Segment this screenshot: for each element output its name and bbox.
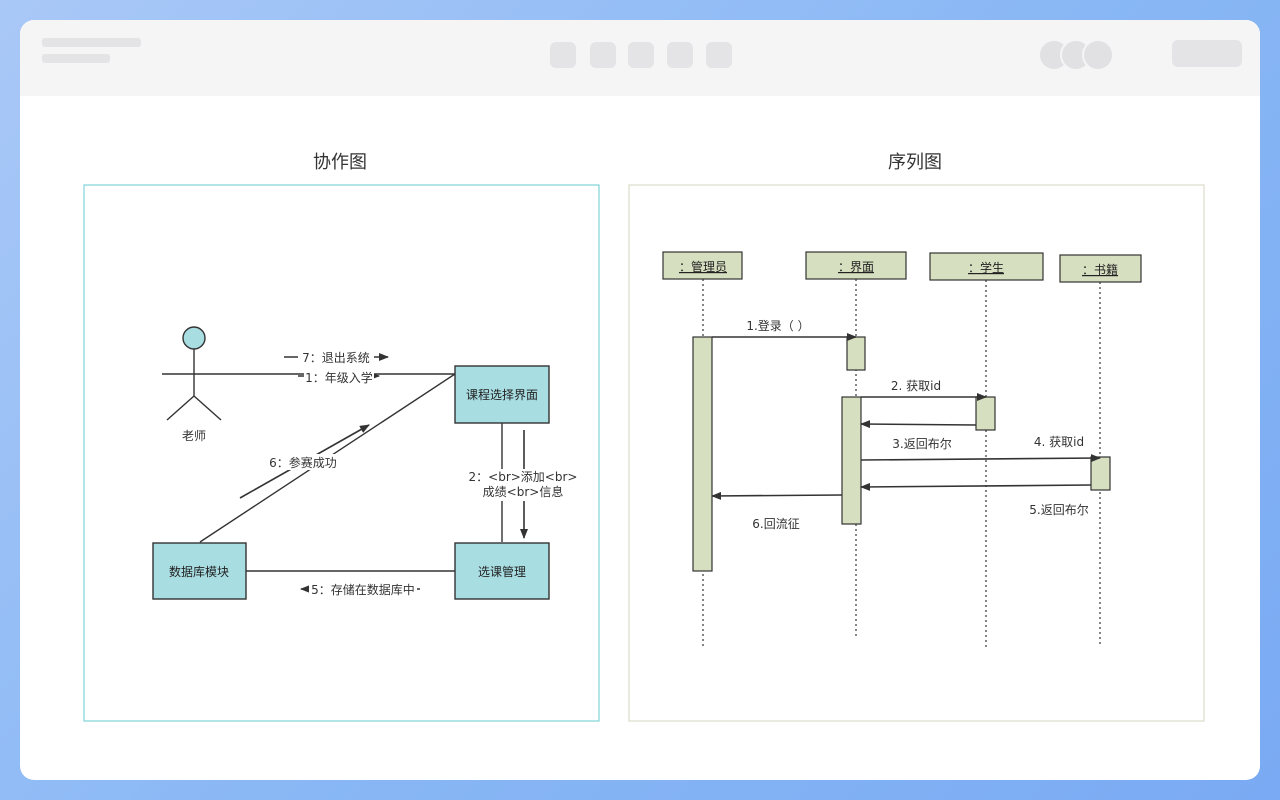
msg2-label-line1: 2：<br>添加<br> [469, 470, 578, 484]
share-button[interactable] [1172, 40, 1242, 67]
collaboration-diagram: 老师 课程选择界面 数据库模块 选课管理 7：退出系统 1：年级入学 6：参赛 [83, 184, 600, 722]
toolbar-button-4[interactable] [667, 42, 693, 68]
sequence-diagram: ：管理员 ：界面 ：学生 ：书籍 1.登录（ ） 2. 获取id [628, 184, 1205, 722]
node-course-ui[interactable]: 课程选择界面 [454, 365, 550, 424]
toolbar [20, 20, 1260, 96]
seq-title: 序列图 [888, 152, 942, 173]
lifeline-student-label: ：学生 [968, 260, 1004, 275]
msg6-label: 6：参赛成功 [269, 455, 337, 470]
activation-book [1090, 456, 1111, 491]
lifeline-book[interactable]: ：书籍 [1059, 254, 1142, 283]
lifeline-book-label: ：书籍 [1082, 262, 1118, 277]
msg7-label-bg [298, 349, 374, 365]
actor-teacher[interactable] [162, 326, 226, 421]
collab-title: 协作图 [313, 152, 367, 173]
seq-return-student-arrow [860, 420, 977, 429]
lifeline-ui[interactable]: ：界面 [805, 251, 907, 280]
lifeline-student[interactable]: ：学生 [929, 252, 1044, 281]
actor-label: 老师 [182, 429, 206, 443]
msg5-label-bg [309, 581, 417, 597]
node-course-mgmt[interactable]: 选课管理 [454, 542, 550, 600]
toolbar-button-2[interactable] [590, 42, 616, 68]
node-course-mgmt-label: 选课管理 [478, 564, 526, 579]
seq-msg1-label: 1.登录（ ） [746, 318, 809, 333]
lifeline-ui-label: ：界面 [838, 260, 874, 274]
msg6-label-bg [266, 454, 340, 470]
lifeline-admin[interactable]: ：管理员 [662, 251, 743, 280]
collab-frame [83, 184, 600, 722]
subtitle-placeholder [42, 54, 110, 63]
msg1-label-bg [304, 369, 374, 385]
seq-msg6-label: 6.回流征 [752, 517, 799, 531]
seq-msg4-arrow [860, 454, 1101, 463]
msg2-label-line2: 成绩<br>信息 [483, 484, 564, 499]
msg2-label-bg [471, 469, 575, 501]
app-window: 协作图 序列图 老师 课程选择界面 数据库模块 [20, 20, 1260, 780]
node-db-module-label: 数据库模块 [169, 564, 229, 579]
toolbar-button-1[interactable] [550, 42, 576, 68]
seq-msg4-label: 4. 获取id [1034, 435, 1084, 449]
seq-msg3-label: 3.返回布尔 [892, 436, 951, 451]
title-placeholder [42, 38, 141, 47]
activation-admin [692, 336, 713, 572]
seq-return-book-arrow [860, 482, 1092, 491]
msg5-label: 5：存储在数据库中 [311, 582, 415, 597]
avatar[interactable] [1082, 39, 1114, 71]
activation-ui-1 [846, 336, 866, 371]
msg1-label: 1：年级入学 [305, 370, 373, 385]
toolbar-button-5[interactable] [706, 42, 732, 68]
seq-msg6-arrow [711, 491, 843, 500]
node-course-ui-label: 课程选择界面 [466, 387, 538, 402]
node-db-module[interactable]: 数据库模块 [152, 542, 247, 600]
toolbar-button-3[interactable] [628, 42, 654, 68]
seq-msg2-label: 2. 获取id [891, 379, 941, 393]
activation-ui-2 [841, 396, 862, 525]
lifeline-admin-label: ：管理员 [679, 259, 727, 274]
msg7-label: 7：退出系统 [302, 351, 370, 365]
seq-msg5-label: 5.返回布尔 [1029, 502, 1088, 517]
activation-student [975, 396, 996, 431]
